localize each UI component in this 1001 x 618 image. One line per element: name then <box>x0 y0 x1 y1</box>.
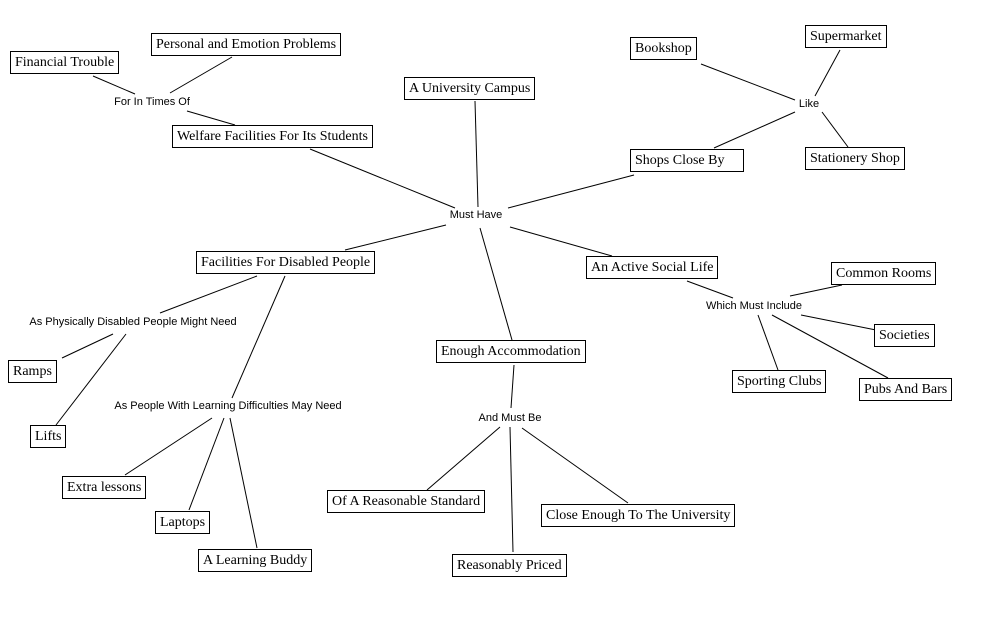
connector <box>169 56 233 94</box>
concept-enough-accommodation[interactable]: Enough Accommodation <box>436 340 586 363</box>
connector <box>757 314 779 371</box>
concept-laptops[interactable]: Laptops <box>155 511 211 534</box>
connector <box>186 110 236 126</box>
connector <box>521 427 629 504</box>
connector <box>474 100 479 208</box>
concept-reasonable-standard[interactable]: Of A Reasonable Standard <box>327 490 486 513</box>
link-label-physically-disabled: As Physically Disabled People Might Need <box>28 316 238 328</box>
concept-lifts[interactable]: Lifts <box>30 425 67 448</box>
connector <box>426 426 501 491</box>
concept-societies[interactable]: Societies <box>874 324 935 347</box>
concept-learning-buddy[interactable]: A Learning Buddy <box>198 549 313 572</box>
connector <box>510 364 515 409</box>
concept-ramps[interactable]: Ramps <box>8 360 57 383</box>
connector <box>159 275 258 314</box>
connector <box>188 417 225 511</box>
connector <box>231 275 286 399</box>
concept-stationery-shop[interactable]: Stationery Shop <box>805 147 905 170</box>
connector <box>509 426 514 553</box>
connector <box>507 174 635 209</box>
connector <box>229 417 258 549</box>
connector <box>771 314 889 379</box>
concept-common-rooms[interactable]: Common Rooms <box>831 262 937 285</box>
connector <box>686 280 734 299</box>
link-label-which-must-include: Which Must Include <box>705 300 803 312</box>
concept-close-enough[interactable]: Close Enough To The University <box>541 504 736 527</box>
connector <box>814 49 841 97</box>
concept-active-social-life[interactable]: An Active Social Life <box>586 256 719 279</box>
concept-sporting-clubs[interactable]: Sporting Clubs <box>732 370 827 393</box>
concept-financial-trouble[interactable]: Financial Trouble <box>10 51 120 74</box>
link-label-for-in-times-of: For In Times Of <box>113 96 191 108</box>
connector <box>713 111 796 149</box>
concept-personal-emotion-problems[interactable]: Personal and Emotion Problems <box>151 33 342 56</box>
concept-supermarket[interactable]: Supermarket <box>805 25 887 48</box>
link-label-like: Like <box>797 98 821 110</box>
connector <box>61 333 114 359</box>
connector <box>821 111 849 148</box>
connector <box>800 314 877 331</box>
connector <box>92 75 136 95</box>
concept-pubs-and-bars[interactable]: Pubs And Bars <box>859 378 953 401</box>
connector <box>509 226 613 257</box>
connector <box>309 148 456 209</box>
connector <box>344 224 447 251</box>
concept-welfare-facilities[interactable]: Welfare Facilities For Its Students <box>172 125 373 148</box>
concept-reasonably-priced[interactable]: Reasonably Priced <box>452 554 567 577</box>
concept-shops-close-by[interactable]: Shops Close By <box>630 149 744 172</box>
connector <box>700 63 796 101</box>
connector <box>124 417 213 476</box>
connector <box>479 227 513 341</box>
concept-extra-lessons[interactable]: Extra lessons <box>62 476 147 499</box>
connector <box>789 284 843 297</box>
concept-bookshop[interactable]: Bookshop <box>630 37 697 60</box>
concept-university-campus[interactable]: A University Campus <box>404 77 536 100</box>
concept-facilities-disabled[interactable]: Facilities For Disabled People <box>196 251 376 274</box>
link-label-and-must-be: And Must Be <box>477 412 543 424</box>
link-label-must-have: Must Have <box>448 209 504 221</box>
link-label-learning-difficulties: As People With Learning Difficulties May… <box>113 400 343 412</box>
connector <box>55 333 127 426</box>
